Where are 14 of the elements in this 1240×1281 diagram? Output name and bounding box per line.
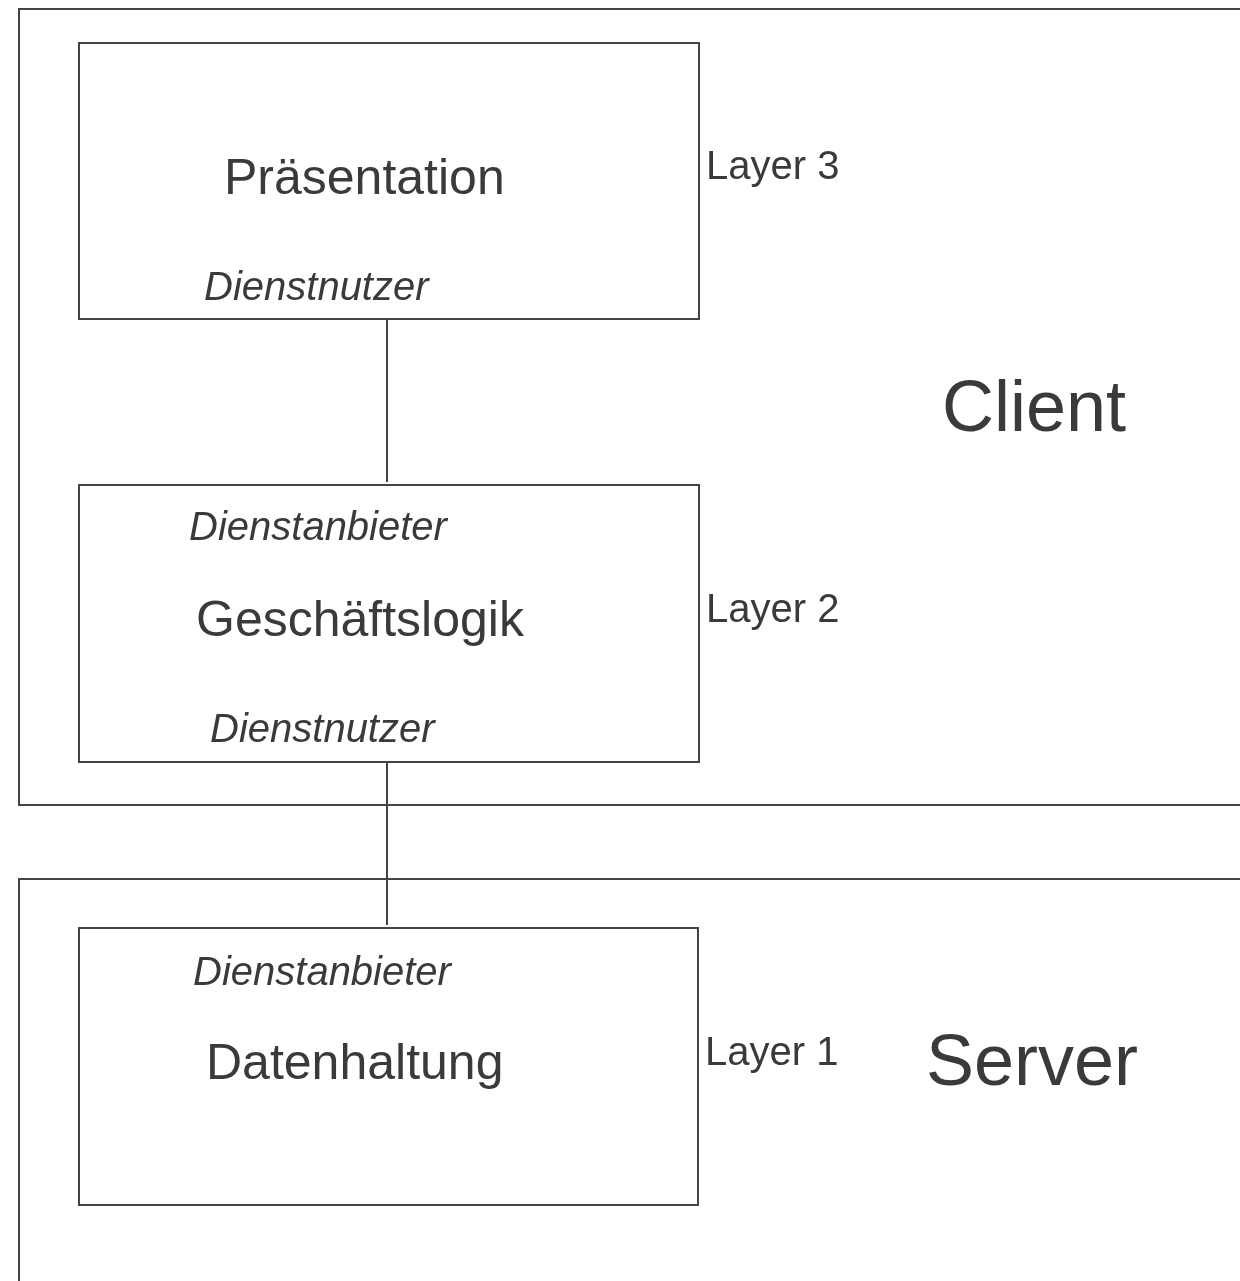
tier-region xyxy=(18,8,1240,806)
role-label: Dienstanbieter xyxy=(189,506,447,546)
layer-number-label: Layer 2 xyxy=(706,587,840,628)
layer-title: Datenhaltung xyxy=(206,1037,504,1087)
layer-number-label: Layer 3 xyxy=(706,145,840,185)
role-label: Dienstnutzer xyxy=(210,708,435,748)
role-label: Dienstanbieter xyxy=(193,951,451,991)
tier-label: Server xyxy=(926,1024,1139,1096)
tier-region xyxy=(18,878,1240,1281)
tier-label: Client xyxy=(942,370,1127,442)
layer-number-label: Layer 1 xyxy=(705,1030,839,1071)
layer-title: Geschäftslogik xyxy=(196,594,524,644)
layer-title: Präsentation xyxy=(224,152,505,202)
role-label: Dienstnutzer xyxy=(204,266,429,306)
